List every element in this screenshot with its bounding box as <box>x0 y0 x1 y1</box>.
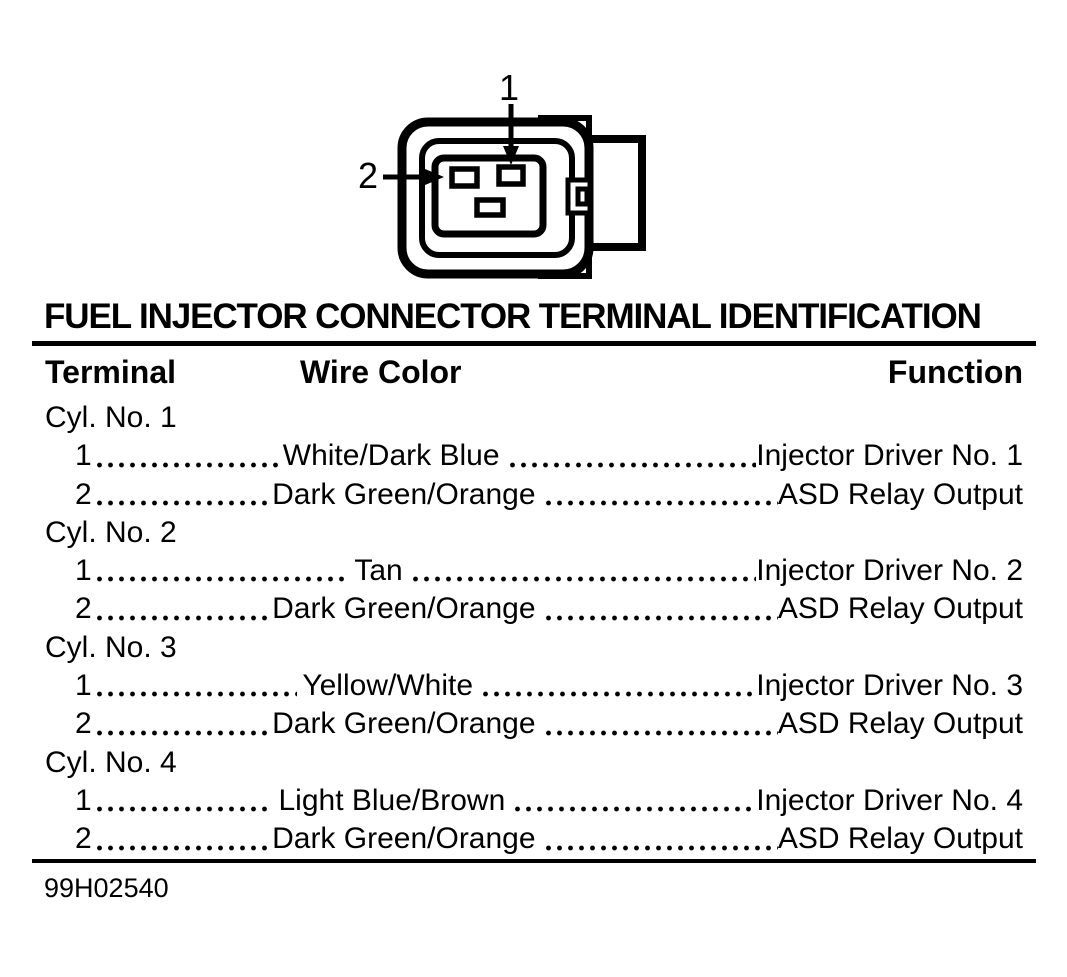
terminal-number: 2 <box>75 822 92 856</box>
dot-leader <box>91 552 350 583</box>
column-header-wire-color: Wire Color <box>300 354 462 390</box>
wire-color: White/Dark Blue <box>282 439 500 473</box>
dot-leader <box>510 781 757 813</box>
title-rule <box>32 341 1036 346</box>
dot-leader <box>540 590 778 621</box>
connector-latch <box>565 177 593 216</box>
table-header-row: Terminal Wire Color Function <box>45 352 1023 392</box>
terminal-function: ASD Relay Output <box>777 707 1023 741</box>
terminal-2-pin <box>449 166 480 189</box>
cylinder-group-label: Cyl. No. 3 <box>45 630 177 664</box>
page-title: FUEL INJECTOR CONNECTOR TERMINAL IDENTIF… <box>44 297 982 336</box>
terminal-function: Injector Driver No. 2 <box>756 554 1023 588</box>
table-row: 1 Yellow/White Injector Driver No. 3 <box>45 667 1023 705</box>
wire-color: Dark Green/Orange <box>272 822 536 856</box>
terminal-number: 2 <box>75 592 92 626</box>
wire-color: Dark Green/Orange <box>272 477 536 511</box>
table-row: 2 Dark Green/Orange ASD Relay Output <box>45 475 1023 514</box>
terminal-number: 2 <box>75 707 92 741</box>
wire-color: Tan <box>354 554 403 588</box>
cylinder-group-label: Cyl. No. 1 <box>45 401 177 434</box>
dot-leader <box>91 667 298 698</box>
terminal-1-pin <box>496 164 526 187</box>
dot-leader <box>91 781 274 813</box>
table-row: 2 Dark Green/Orange ASD Relay Output <box>45 590 1023 628</box>
terminal-function: Injector Driver No. 1 <box>756 439 1024 473</box>
terminal-function: ASD Relay Output <box>777 592 1023 626</box>
terminal-function: Injector Driver No. 4 <box>756 783 1023 817</box>
dot-leader <box>91 705 268 736</box>
cylinder-group-label: Cyl. No. 4 <box>45 745 177 779</box>
terminal-function: ASD Relay Output <box>777 822 1023 856</box>
callout-1-arrowhead-icon <box>503 146 519 165</box>
callout-2-arrowhead-icon <box>425 169 444 185</box>
terminal-number: 2 <box>75 477 92 511</box>
dot-leader <box>540 705 778 736</box>
wire-color: Dark Green/Orange <box>272 592 536 626</box>
wire-color: Dark Green/Orange <box>272 707 536 741</box>
terminal-bottom-pin <box>474 197 506 218</box>
table-row: 2 Dark Green/Orange ASD Relay Output <box>45 820 1023 858</box>
terminal-number: 1 <box>75 439 92 473</box>
column-header-terminal: Terminal <box>45 354 176 390</box>
connector-diagram: 1 2 <box>328 58 680 296</box>
wire-color: Light Blue/Brown <box>278 783 506 817</box>
dot-leader <box>540 475 778 506</box>
dot-leader <box>504 437 757 468</box>
dot-leader <box>540 820 778 851</box>
terminal-table: Cyl. No. 1 1 White/Dark Blue Injector Dr… <box>45 399 1023 859</box>
dot-leader <box>91 475 268 506</box>
dot-leader <box>91 590 268 621</box>
callout-label-terminal-1: 1 <box>499 67 519 108</box>
cylinder-group-label: Cyl. No. 2 <box>45 515 177 549</box>
terminal-number: 1 <box>75 554 92 588</box>
wire-color: Yellow/White <box>302 669 473 703</box>
dot-leader <box>407 552 757 583</box>
column-header-function: Function <box>887 354 1023 390</box>
figure-number: 99H02540 <box>44 873 169 903</box>
dot-leader <box>91 820 268 851</box>
terminal-function: Injector Driver No. 3 <box>756 669 1023 703</box>
table-row: 1 Light Blue/Brown Injector Driver No. 4 <box>45 781 1023 820</box>
dot-leader <box>478 667 757 698</box>
table-row: 2 Dark Green/Orange ASD Relay Output <box>45 705 1023 743</box>
table-row: 1 Tan Injector Driver No. 2 <box>45 552 1023 590</box>
table-row: 1 White/Dark Blue Injector Driver No. 1 <box>45 437 1023 475</box>
connector-drawing: 1 2 <box>358 67 646 279</box>
terminal-number: 1 <box>75 669 92 703</box>
bottom-rule <box>32 859 1036 863</box>
terminal-number: 1 <box>75 783 92 817</box>
terminal-function: ASD Relay Output <box>777 477 1023 511</box>
callout-label-terminal-2: 2 <box>358 155 378 196</box>
dot-leader <box>91 437 278 468</box>
